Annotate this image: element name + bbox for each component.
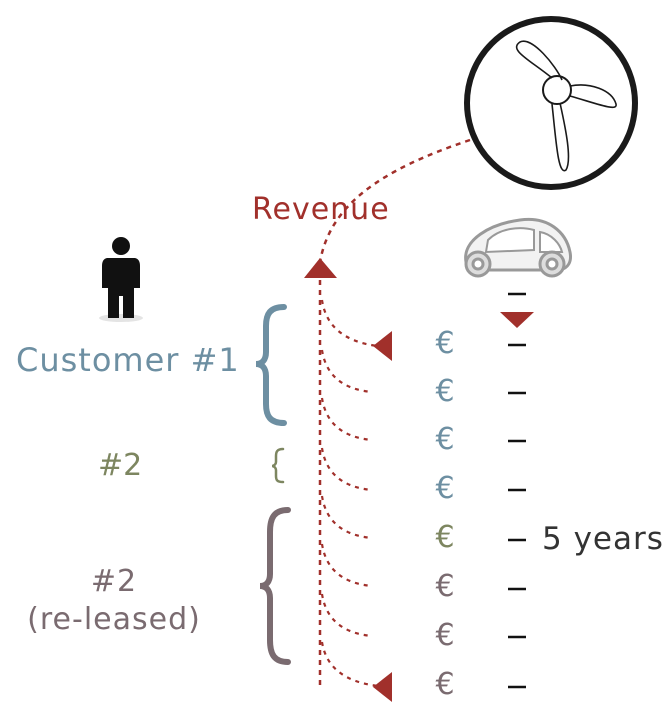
revenue-arrow-head bbox=[304, 258, 337, 278]
payment-euro: € bbox=[435, 520, 455, 555]
payment-euro: € bbox=[435, 326, 455, 361]
payment-euro: € bbox=[435, 667, 455, 702]
first-payment-arrow bbox=[373, 331, 392, 361]
customer2-label: #2 bbox=[98, 448, 143, 483]
person-icon bbox=[99, 237, 143, 322]
payment-flow-arcs bbox=[320, 299, 379, 688]
last-payment-arrow bbox=[373, 672, 392, 702]
payment-euro: € bbox=[435, 374, 455, 409]
payment-euro: € bbox=[435, 569, 455, 604]
customer1-label: Customer #1 bbox=[16, 341, 240, 379]
timeline-down-arrow bbox=[500, 312, 534, 328]
payment-euro: € bbox=[435, 422, 455, 457]
wind-turbine-icon bbox=[464, 16, 638, 190]
customer2-released-line1: #2 bbox=[90, 564, 138, 599]
customer2-released-label: #2 (re-leased) bbox=[14, 563, 214, 638]
payment-euro: € bbox=[435, 618, 455, 653]
timeline-ticks bbox=[508, 292, 526, 689]
turbine-to-revenue-path bbox=[318, 138, 471, 263]
customer1-brace bbox=[255, 304, 287, 426]
customer2-released-line2: (re-leased) bbox=[27, 601, 201, 637]
payment-euro: € bbox=[435, 471, 455, 506]
duration-label: 5 years bbox=[542, 521, 664, 557]
car-icon bbox=[464, 217, 572, 278]
customer2-brace bbox=[271, 447, 285, 484]
customer2-released-brace bbox=[259, 507, 291, 665]
revenue-label: Revenue bbox=[252, 192, 390, 227]
